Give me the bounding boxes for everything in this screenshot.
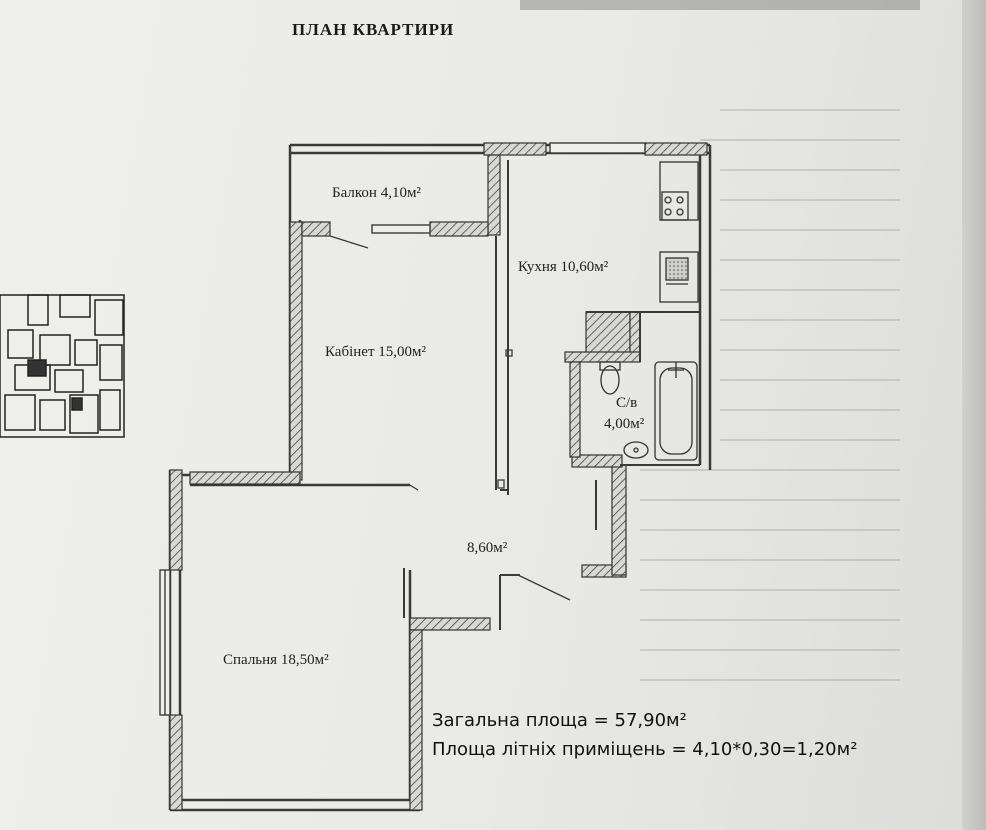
room-label-hall: 8,60м² xyxy=(467,540,508,556)
kitchen-fixtures xyxy=(659,161,699,303)
door-swings xyxy=(329,235,571,601)
building-key-plan xyxy=(0,294,125,438)
room-label-bedroom: Спальня 18,50м² xyxy=(223,652,329,668)
page-edge xyxy=(962,0,986,830)
bathroom-fixtures xyxy=(599,361,698,461)
hatched-walls xyxy=(169,142,708,811)
interior-walls xyxy=(403,160,700,630)
total-area-text: Загальна площа = 57,90м² xyxy=(432,710,687,731)
room-label-bathroom-name: С/в xyxy=(616,395,637,411)
summer-area-text: Площа літніх приміщень = 4,10*0,30=1,20м… xyxy=(432,739,858,760)
room-label-balcony: Балкон 4,10м² xyxy=(332,185,421,201)
room-label-kitchen: Кухня 10,60м² xyxy=(518,259,609,275)
background-text-bleed xyxy=(640,109,900,681)
room-label-study: Кабінет 15,00м² xyxy=(325,344,426,360)
page-title: ПЛАН КВАРТИРИ xyxy=(292,20,455,39)
windows xyxy=(159,142,646,716)
cropped-header-text xyxy=(520,0,920,10)
area-summary: Загальна площа = 57,90м² Площа літніх пр… xyxy=(432,706,857,764)
room-label-bathroom-area: 4,00м² xyxy=(604,416,645,432)
